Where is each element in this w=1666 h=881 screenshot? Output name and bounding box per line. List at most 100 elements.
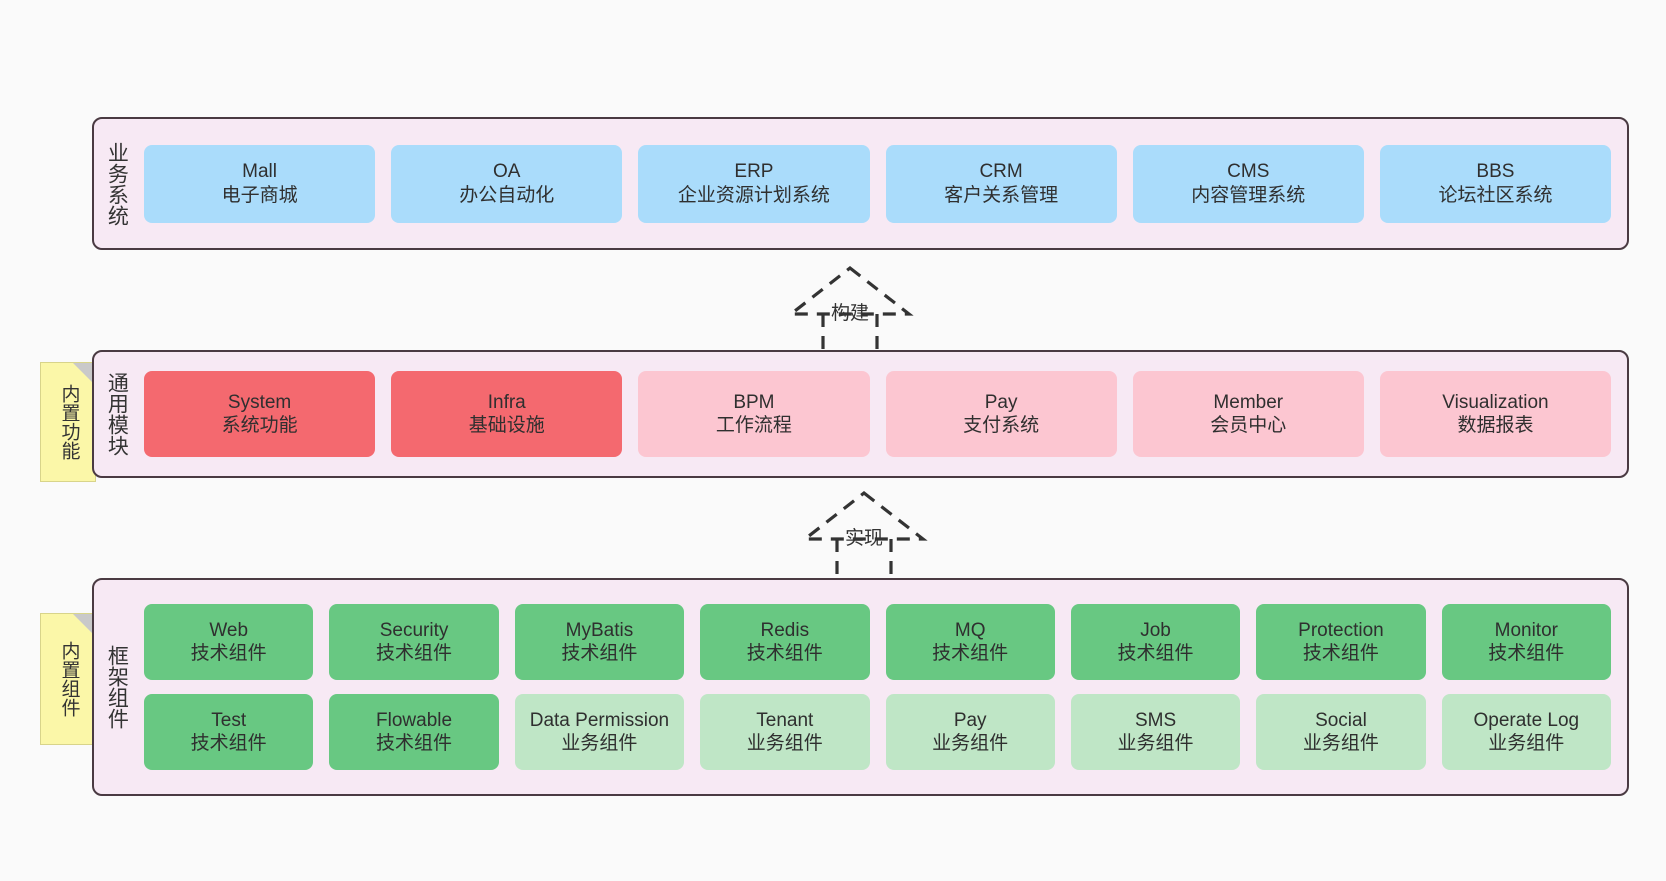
node-title-cn: 支付系统 (963, 415, 1040, 436)
node-title-en: Security (379, 619, 449, 641)
note-builtin-features-label: 内置功能 (58, 384, 80, 460)
node-title-en: Test (211, 709, 247, 731)
node-title-cn: 技术组件 (1117, 643, 1194, 664)
node-title-cn: 论坛社区系统 (1438, 184, 1553, 206)
node-title-en: ERP (734, 161, 774, 183)
note-builtin-components: 内置组件 (40, 613, 96, 745)
node-title-cn: 系统功能 (221, 415, 298, 436)
layer-framework-title: 框架组件 (105, 645, 129, 729)
node-title-en: Pay (953, 709, 987, 731)
note-builtin-features: 内置功能 (40, 362, 96, 482)
arrow-build: 构建 (765, 262, 935, 357)
node-title-cn: 工作流程 (715, 415, 792, 436)
node-title-en: Web (209, 619, 249, 641)
arrow-implement: 实现 (779, 487, 949, 582)
node-title-cn: 技术组件 (190, 643, 267, 664)
note-fold-corner (73, 363, 95, 385)
node-title-cn: 企业资源计划系统 (677, 184, 830, 206)
node-title-en: Flowable (376, 709, 453, 731)
node-title-en: MQ (954, 619, 986, 641)
node-title-en: Monitor (1494, 619, 1558, 641)
node-title-en: Tenant (756, 709, 814, 731)
node-title-en: Social (1315, 709, 1367, 731)
node-title-cn: 数据报表 (1457, 415, 1534, 436)
node-title-en: Protection (1298, 619, 1384, 641)
node-title-en: Visualization (1442, 391, 1549, 413)
node-title-cn: 客户关系管理 (944, 184, 1059, 206)
arrow-build-glyph (786, 265, 914, 357)
node-title-en: CMS (1227, 161, 1270, 183)
node-title-en: Member (1213, 391, 1284, 413)
node-title-cn: 内容管理系统 (1191, 184, 1306, 206)
layer-common-title: 通用模块 (105, 372, 129, 456)
arrow-build-label: 构建 (830, 303, 869, 324)
node-title-cn: 技术组件 (746, 643, 823, 664)
layer-business-title: 业务系统 (105, 141, 129, 226)
node-title-cn: 会员中心 (1210, 415, 1287, 436)
note-fold-corner (73, 614, 95, 636)
node-title-cn: 技术组件 (190, 733, 267, 754)
arrow-implement-glyph (800, 490, 928, 582)
node-title-cn: 技术组件 (561, 643, 638, 664)
node-title-en: BBS (1476, 161, 1515, 183)
node-title-en: Operate Log (1473, 709, 1580, 731)
node-title-cn: 业务组件 (1302, 733, 1379, 754)
node-title-en: MyBatis (565, 619, 634, 641)
node-title-en: CRM (979, 161, 1023, 183)
node-title-en: OA (493, 161, 521, 183)
node-title-en: Pay (984, 391, 1018, 413)
node-title-cn: 基础设施 (468, 415, 545, 436)
node-title-cn: 业务组件 (746, 733, 823, 754)
node-title-en: BPM (733, 391, 775, 413)
node-title-cn: 业务组件 (561, 733, 638, 754)
node-title-cn: 电子商城 (221, 184, 298, 206)
node-title-en: Data Permission (529, 709, 670, 731)
note-builtin-components-label: 内置组件 (58, 641, 80, 717)
node-title-cn: 业务组件 (1117, 733, 1194, 754)
node-title-en: Job (1140, 619, 1171, 641)
node-title-cn: 技术组件 (932, 643, 1009, 664)
node-title-cn: 技术组件 (1302, 643, 1379, 664)
node-title-en: Redis (760, 619, 810, 641)
arrow-implement-label: 实现 (844, 528, 883, 549)
node-title-cn: 业务组件 (1488, 733, 1565, 754)
node-title-cn: 业务组件 (932, 733, 1009, 754)
